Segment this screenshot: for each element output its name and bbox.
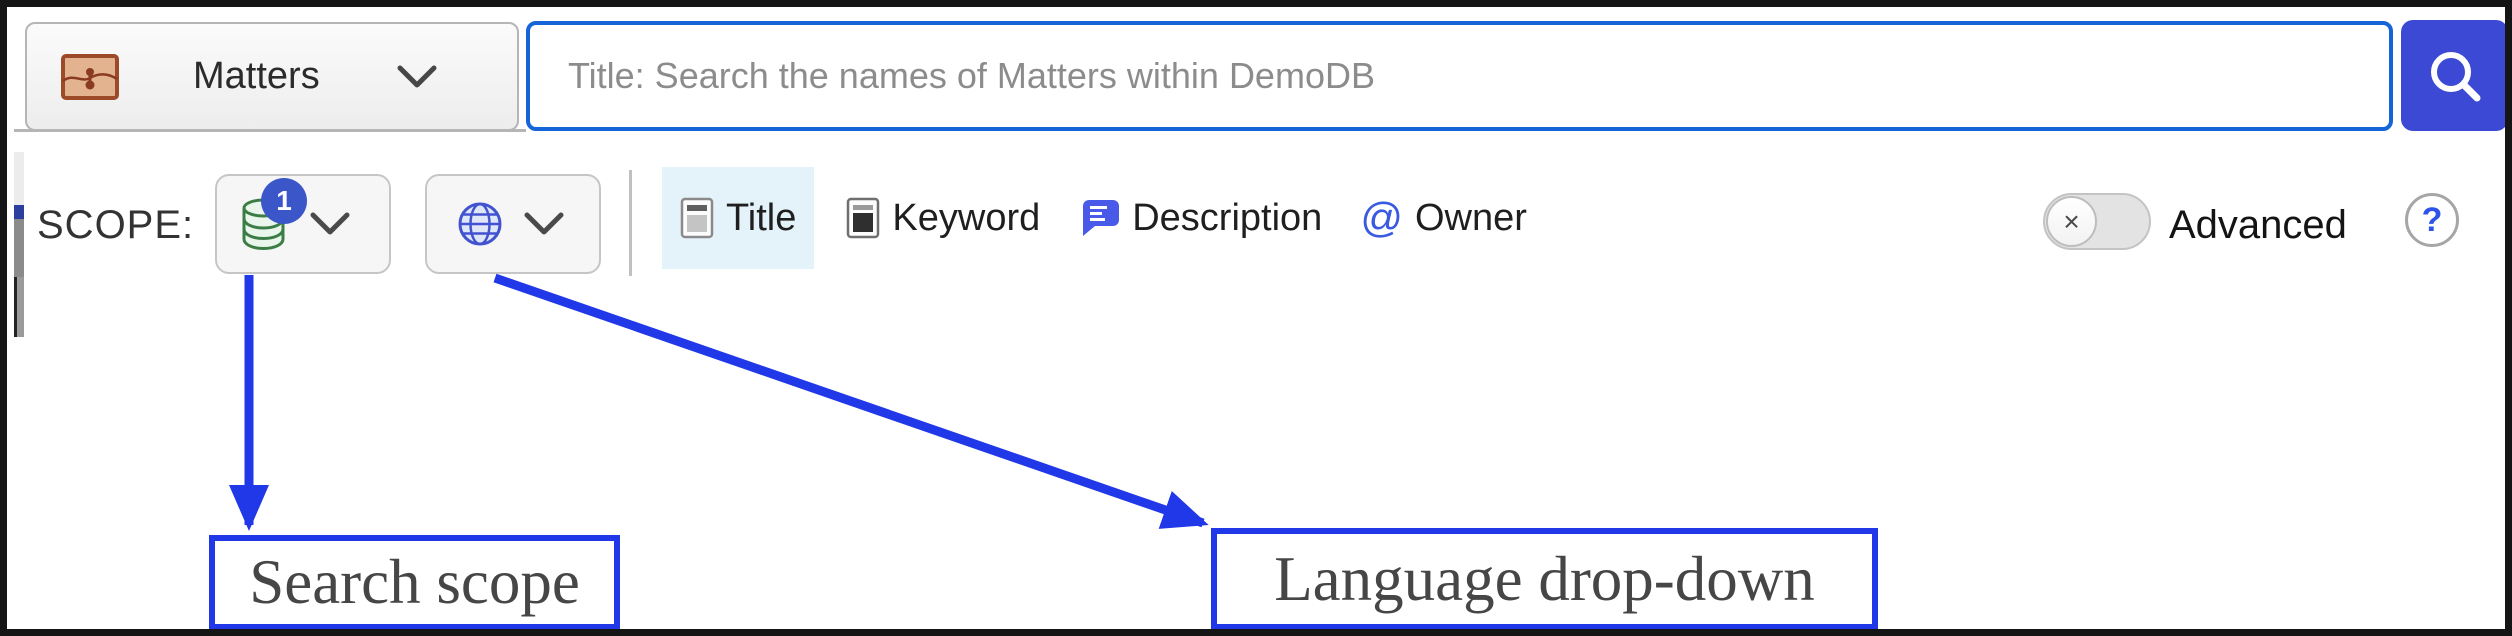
at-sign-icon: @ [1360, 194, 1403, 241]
comment-icon [1078, 196, 1120, 240]
advanced-label: Advanced [2169, 203, 2347, 247]
advanced-toggle[interactable]: × [2043, 193, 2151, 250]
language-dropdown-annotation: Language drop-down [1211, 528, 1878, 629]
filter-owner[interactable]: @ Owner [1354, 167, 1533, 269]
filter-title[interactable]: Title [662, 167, 815, 269]
search-input[interactable] [526, 21, 2393, 131]
chevron-down-icon [309, 211, 351, 237]
filter-description[interactable]: Description [1072, 167, 1328, 269]
entity-type-label: Matters [193, 55, 320, 97]
toggle-knob-x-icon: × [2046, 196, 2097, 247]
filter-label: Keyword [892, 196, 1041, 239]
chevron-down-icon [396, 64, 438, 90]
magnifier-icon [2425, 46, 2485, 106]
arrow-to-language-dropdown [493, 273, 1209, 529]
filter-label: Title [726, 196, 797, 239]
briefcase-icon [61, 53, 119, 100]
chevron-down-icon [523, 211, 565, 237]
divider [629, 170, 632, 276]
entity-type-dropdown[interactable]: Matters [25, 22, 519, 131]
window-edge-artifact [14, 152, 24, 337]
help-button[interactable]: ? [2405, 193, 2459, 247]
scope-count-badge: 1 [261, 178, 307, 224]
question-mark-icon: ? [2421, 200, 2443, 239]
globe-icon [455, 199, 505, 249]
search-scope-dropdown[interactable]: 1 [215, 174, 391, 274]
filter-keyword[interactable]: Keyword [840, 167, 1046, 269]
field-filter-group: Title Keyword Description [662, 167, 1533, 269]
topbar-divider [14, 129, 526, 132]
search-scope-annotation: Search scope [209, 535, 620, 629]
document-filled-icon [846, 197, 880, 239]
document-icon [680, 197, 714, 239]
language-dropdown[interactable] [425, 174, 601, 274]
scope-row-label: SCOPE: [37, 203, 195, 247]
search-button[interactable] [2401, 20, 2505, 131]
filter-label: Description [1132, 196, 1323, 239]
filter-label: Owner [1414, 196, 1527, 239]
